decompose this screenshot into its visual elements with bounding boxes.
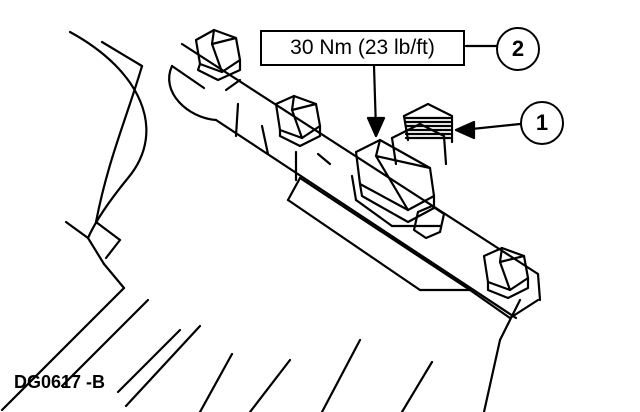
flange-bolt-2 (274, 94, 322, 148)
flange-bolt-3 (482, 246, 530, 300)
flange-bolt-1 (194, 28, 242, 82)
torque-spec-label: 30 Nm (23 lb/ft) (260, 30, 465, 66)
sensor-fitting (354, 102, 454, 240)
figure-id: DG0617 -B (14, 372, 106, 392)
callout-leaders (366, 44, 522, 140)
callout-2: 2 (496, 27, 540, 71)
housing-body (0, 30, 522, 412)
mounting-flange (168, 42, 542, 320)
callout-1: 1 (520, 101, 564, 145)
